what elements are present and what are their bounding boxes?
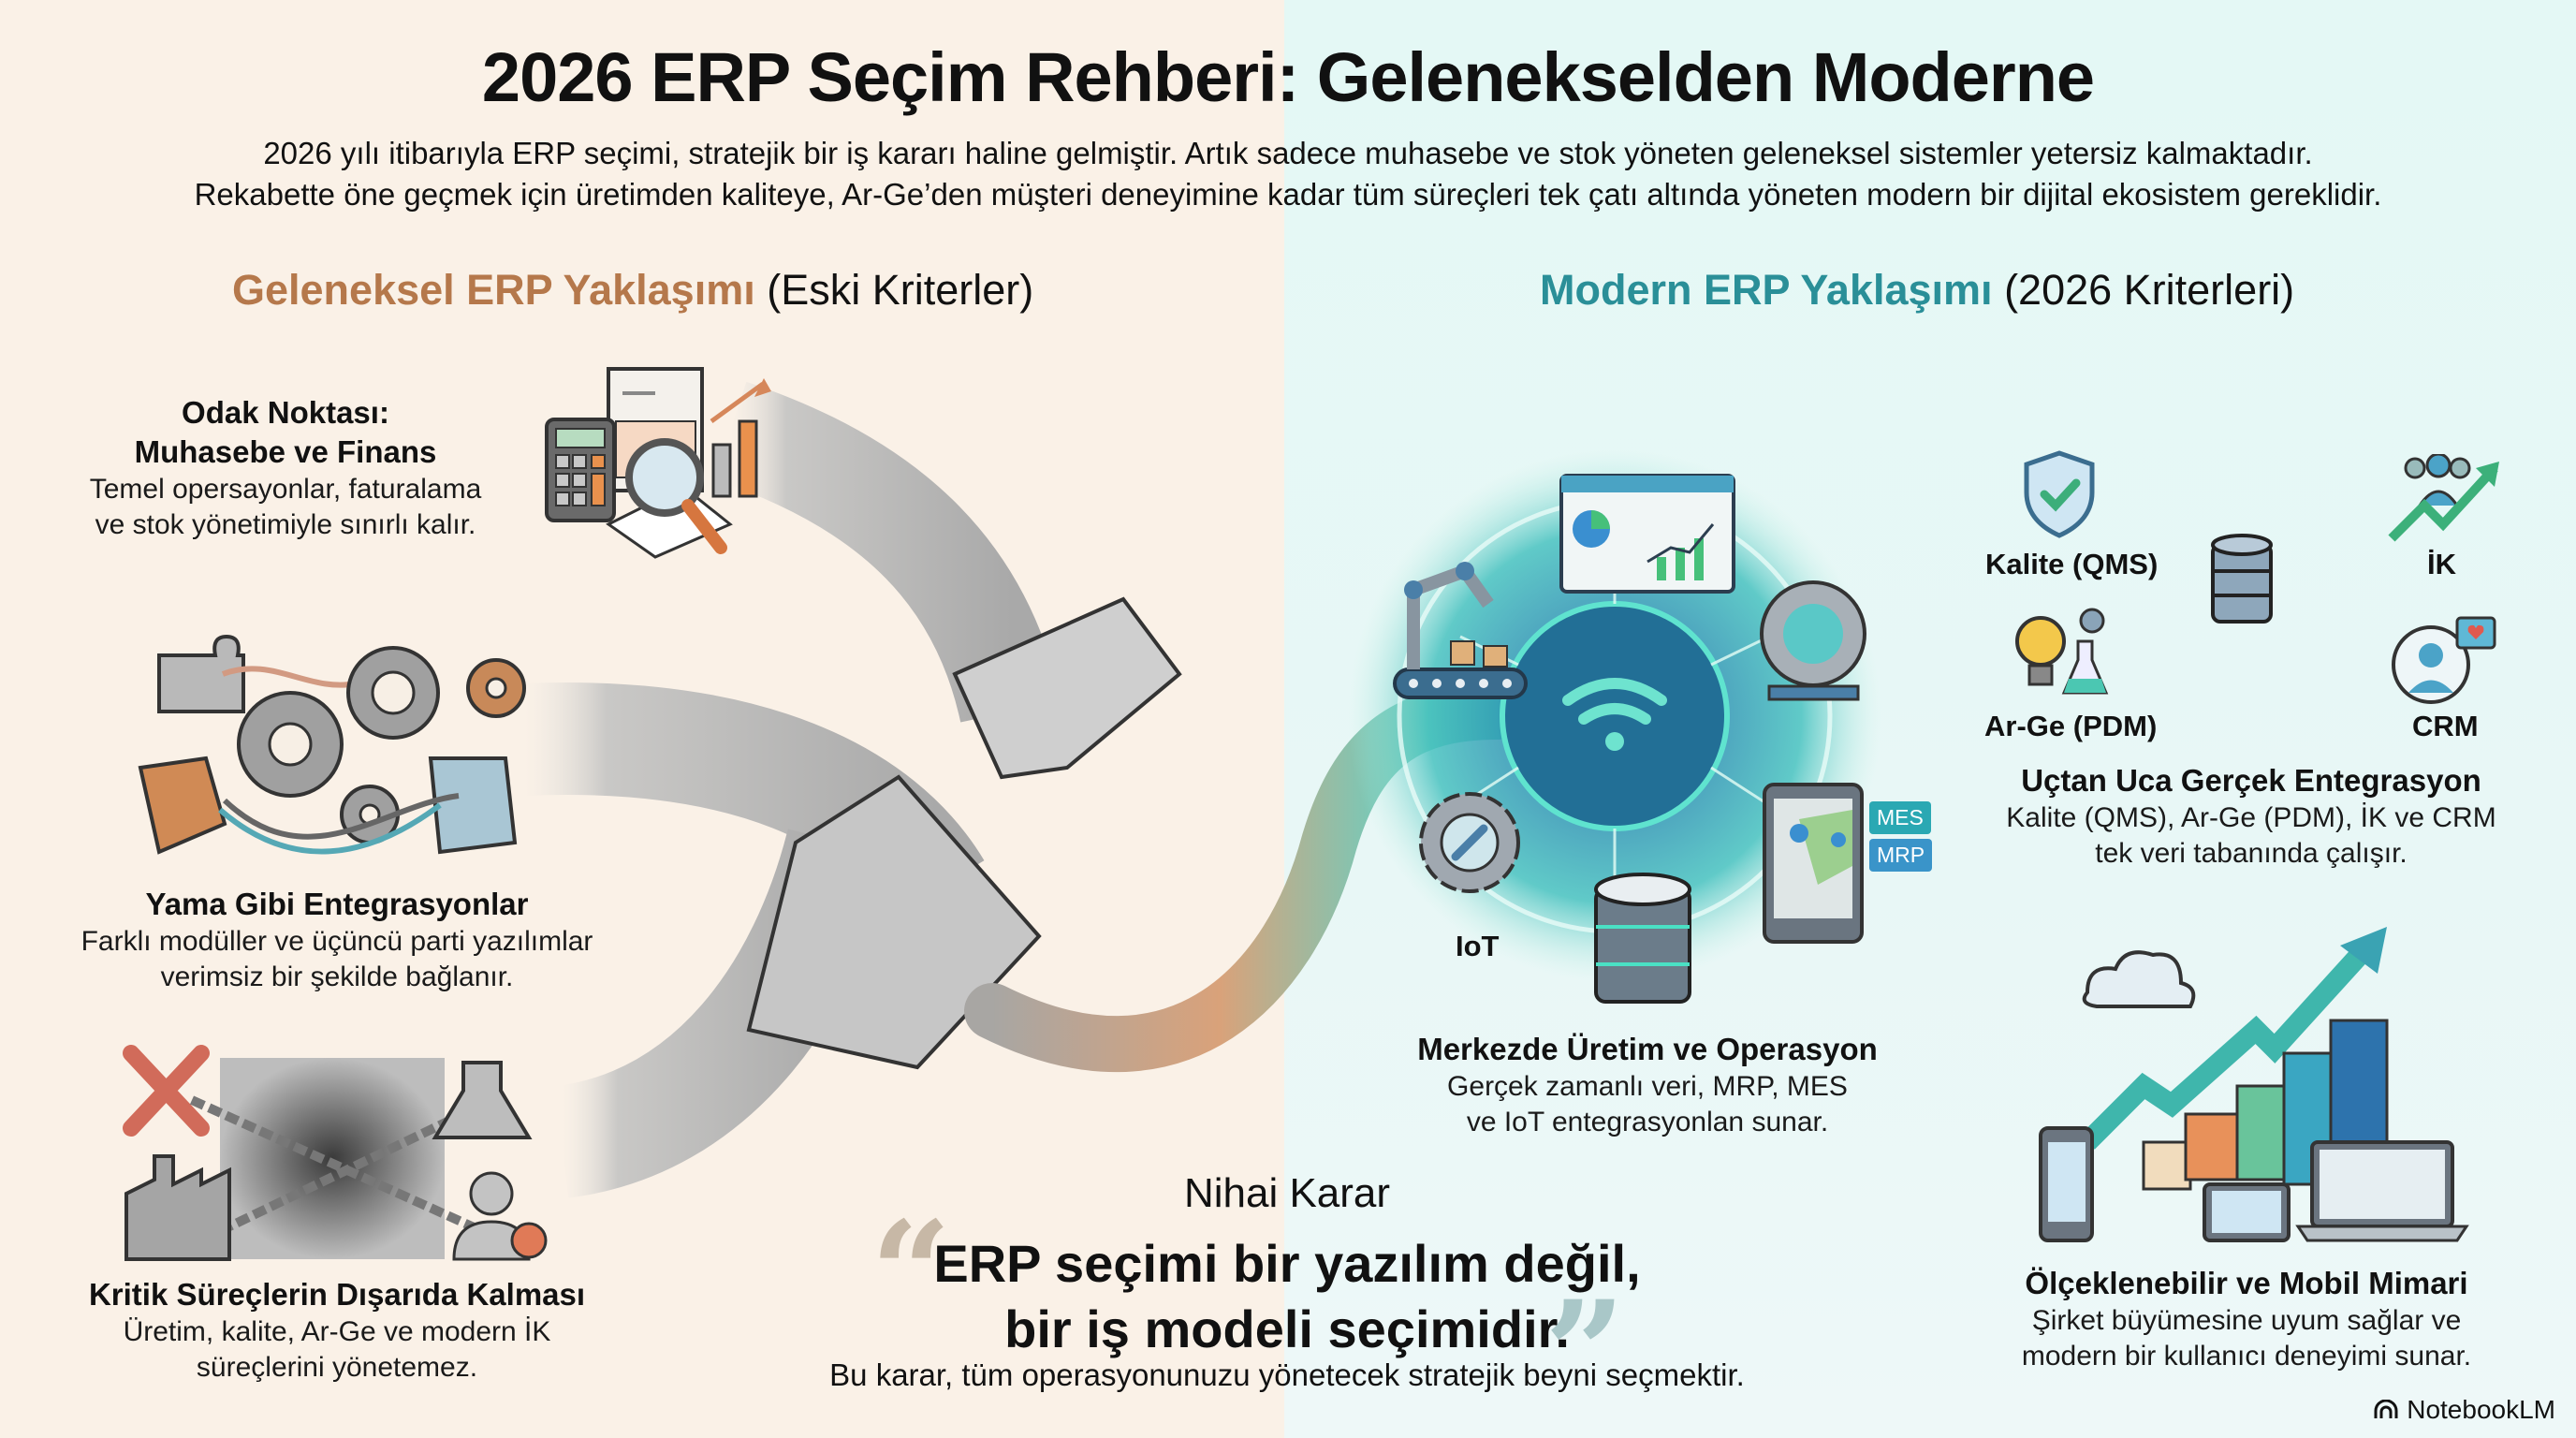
brand-watermark: NotebookLM <box>2373 1395 2555 1425</box>
item-desc: Üretim, kalite, Ar-Ge ve modern İK <box>123 1316 551 1347</box>
lightbulb-flask-icon <box>2015 608 2109 695</box>
integration-desc: Kalite (QMS), Ar-Ge (PDM), İK ve CRM <box>2006 802 2496 833</box>
shield-check-icon <box>2024 450 2095 538</box>
notebooklm-logo-icon <box>2374 1400 2398 1418</box>
chained-box-icon <box>123 1045 548 1261</box>
item-title: Muhasebe ve Finans <box>134 434 437 469</box>
central-database-icon <box>2211 534 2273 624</box>
scalable-growth-devices-icon <box>2039 927 2469 1242</box>
item-title: Odak Noktası: <box>182 395 389 430</box>
open-quote-icon: “ <box>871 1191 952 1356</box>
module-label-quality: Kalite (QMS) <box>1985 548 2159 580</box>
item-desc: Temel opersayonlar, faturalama <box>89 474 482 505</box>
iot-gear-wrench-icon <box>1419 792 1520 893</box>
modern-hub-block: Merkezde Üretim ve Operasyon Gerçek zama… <box>1385 1030 1910 1140</box>
robot-arm-conveyor-icon <box>1393 562 1528 699</box>
module-label-crm: CRM <box>2412 710 2479 742</box>
iot-label: IoT <box>1456 930 1500 962</box>
brand-name: NotebookLM <box>2407 1395 2555 1424</box>
verdict-subtitle: Bu karar, tüm operasyonunuzu yönetecek s… <box>829 1357 1745 1392</box>
item-title: Yama Gibi Entegrasyonlar <box>145 887 529 921</box>
modern-scalable-block: Ölçeklenebilir ve Mobil Mimari Şirket bü… <box>2003 1264 2490 1374</box>
integration-title: Uçtan Uca Gerçek Entegrasyon <box>2021 763 2481 798</box>
tablet-map-icon <box>1763 783 1864 944</box>
verdict-heading: Nihai Karar <box>1183 1170 1391 1216</box>
gear-robot-icon <box>1760 580 1866 701</box>
modern-integration-block: Uçtan Uca Gerçek Entegrasyon Kalite (QMS… <box>1966 761 2537 872</box>
traditional-item-patch-integration: Yama Gibi Entegrasyonlar Farklı modüller… <box>56 885 618 995</box>
calculator-spreadsheet-magnifier-icon <box>545 367 771 559</box>
database-icon <box>1594 873 1691 1004</box>
dashboard-icon <box>1559 474 1735 594</box>
traditional-heading: Geleneksel ERP Yaklaşımı (Eski Kriterler… <box>232 266 1033 315</box>
scalable-desc: Şirket büyümesine uyum sağlar ve <box>2031 1305 2462 1336</box>
item-desc: süreçlerini yönetemez. <box>196 1352 478 1383</box>
customer-heart-icon <box>2392 616 2496 704</box>
verdict-quote-line-1: ERP seçimi bir yazılım değil, <box>933 1234 1641 1293</box>
scalable-desc: modern bir kullanıcı deneyimi sunar. <box>2021 1341 2472 1372</box>
verdict-quote-line-2: bir iş modeli seçimidir. <box>1004 1299 1570 1358</box>
modern-heading: Modern ERP Yaklaşımı (2026 Kriterleri) <box>1540 266 2294 315</box>
hub-desc: ve IoT entegrasyonlan sunar. <box>1466 1107 1829 1137</box>
item-desc: ve stok yönetimiyle sınırlı kalır. <box>95 509 476 540</box>
traditional-heading-rest: (Eski Kriterler) <box>754 266 1034 314</box>
traditional-item-critical-processes: Kritik Süreçlerin Dışarıda Kalması Üreti… <box>66 1275 608 1386</box>
modern-heading-accent: Modern ERP Yaklaşımı <box>1540 266 1993 314</box>
hub-desc: Gerçek zamanlı veri, MRP, MES <box>1447 1071 1848 1102</box>
traditional-heading-accent: Geleneksel ERP Yaklaşımı <box>232 266 755 314</box>
scalable-title: Ölçeklenebilir ve Mobil Mimari <box>2025 1266 2468 1300</box>
traditional-item-accounting: Odak Noktası: Muhasebe ve Finans Temel o… <box>75 393 496 543</box>
module-label-hr: İK <box>2427 548 2456 580</box>
puzzle-gears-icon <box>138 634 526 855</box>
integration-desc: tek veri tabanında çalışır. <box>2095 838 2408 869</box>
close-quote-icon: ” <box>1544 1270 1626 1435</box>
verdict-quote: ERP seçimi bir yazılım değil, bir iş mod… <box>842 1231 1732 1362</box>
item-desc: verimsiz bir şekilde bağlanır. <box>160 961 514 992</box>
intro-line-2: Rekabette öne geçmek için üretimden kali… <box>194 177 2382 212</box>
mes-badge: MES <box>1869 801 1931 834</box>
item-desc: Farklı modüller ve üçüncü parti yazılıml… <box>80 926 593 957</box>
intro-paragraph: 2026 yılı itibarıyla ERP seçimi, stratej… <box>0 133 2576 215</box>
modern-heading-rest: (2026 Kriterleri) <box>1992 266 2295 314</box>
item-title: Kritik Süreçlerin Dışarıda Kalması <box>88 1277 586 1312</box>
mrp-badge: MRP <box>1869 839 1933 872</box>
intro-line-1: 2026 yılı itibarıyla ERP seçimi, stratej… <box>263 136 2313 170</box>
people-growth-icon <box>2388 454 2499 542</box>
hub-title: Merkezde Üretim ve Operasyon <box>1417 1032 1878 1066</box>
page-title: 2026 ERP Seçim Rehberi: Gelenekselden Mo… <box>481 38 2095 116</box>
module-label-rnd: Ar-Ge (PDM) <box>1984 710 2158 742</box>
